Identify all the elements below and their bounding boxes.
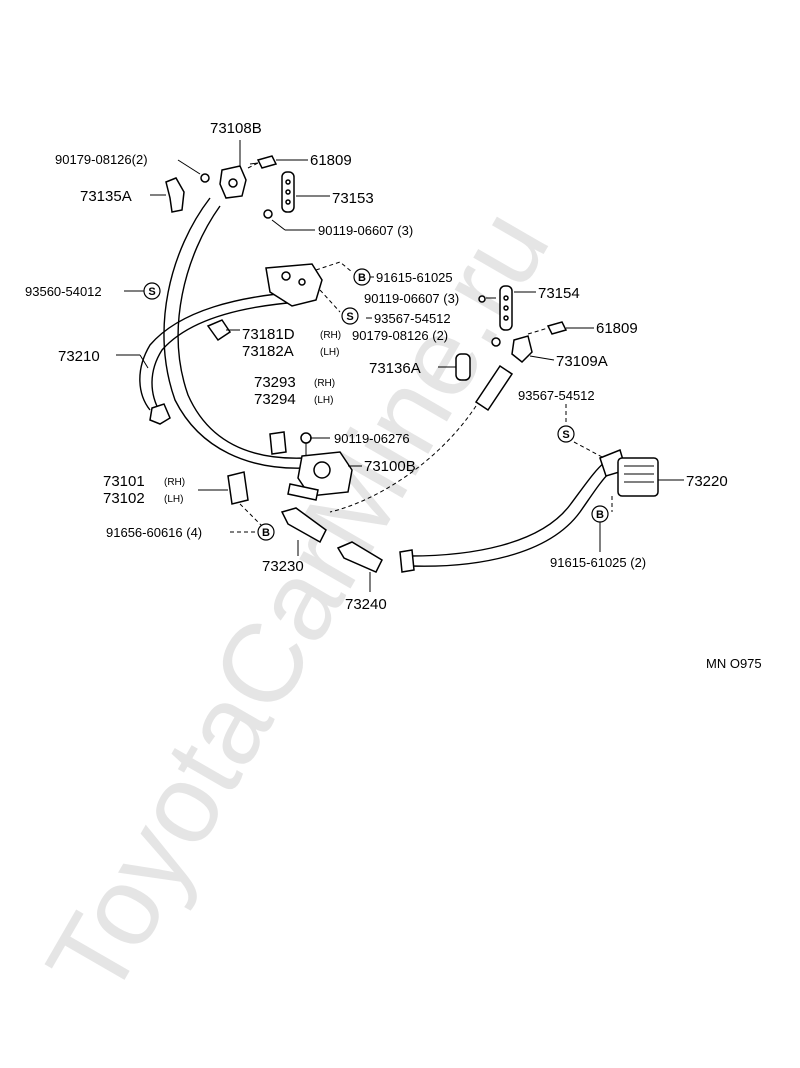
svg-text:B: B bbox=[262, 527, 270, 539]
label-93567-right: 93567-54512 bbox=[518, 388, 595, 403]
label-73153: 73153 bbox=[332, 190, 374, 207]
outer-belt-upper bbox=[409, 461, 606, 557]
bolt-61809-mid bbox=[546, 321, 568, 335]
label-73108b: 73108B bbox=[210, 120, 262, 137]
label-73154: 73154 bbox=[538, 285, 580, 302]
label-73181d-side: (RH) bbox=[320, 330, 341, 341]
adjuster-73153 bbox=[281, 171, 295, 213]
svg-text:S: S bbox=[148, 286, 155, 298]
lap-belt-upper bbox=[139, 291, 301, 411]
label-90179-mid: 90179-08126 (2) bbox=[352, 328, 448, 343]
label-73101: 73101 bbox=[103, 473, 145, 490]
label-90119-top: 90119-06607 (3) bbox=[318, 223, 413, 238]
watermark: ToyotaCarMine.ru bbox=[23, 189, 573, 1017]
label-73182a: 73182A bbox=[242, 343, 294, 360]
dash-93567-to-bracket bbox=[319, 289, 341, 313]
symbol-b-91615: B bbox=[353, 268, 371, 286]
label-73294-side: (LH) bbox=[314, 395, 333, 406]
label-73294: 73294 bbox=[254, 391, 296, 408]
label-61809-top: 61809 bbox=[310, 152, 352, 169]
slide-bracket bbox=[265, 263, 323, 307]
dash-bolt-61809-top bbox=[247, 162, 259, 169]
label-73135a: 73135A bbox=[80, 188, 132, 205]
bolt-90119-top bbox=[263, 209, 273, 219]
dash-bracket-to-91615 bbox=[315, 261, 353, 273]
nut-90179-top bbox=[200, 173, 210, 183]
label-73109a: 73109A bbox=[556, 353, 608, 370]
dash-s-to-73220 bbox=[573, 441, 605, 459]
label-73136a: 73136A bbox=[369, 360, 421, 377]
clip-73293 bbox=[269, 431, 287, 455]
screw-90119-06276 bbox=[300, 432, 312, 456]
label-91615: 91615-61025 bbox=[376, 270, 453, 285]
label-73101-side: (RH) bbox=[164, 477, 185, 488]
label-73182a-side: (LH) bbox=[320, 347, 339, 358]
svg-text:S: S bbox=[562, 429, 569, 441]
anchor-73109a bbox=[511, 335, 533, 364]
cover-73136a bbox=[455, 353, 471, 381]
retractor-73100b bbox=[287, 451, 353, 501]
symbol-b-91656: B bbox=[257, 523, 275, 541]
shoulder-belt-outer bbox=[163, 197, 306, 469]
shoulder-belt-inner bbox=[177, 205, 306, 459]
bracket-73101 bbox=[227, 471, 249, 505]
belt-end-fitting bbox=[149, 403, 171, 425]
label-73102: 73102 bbox=[103, 490, 145, 507]
label-73293: 73293 bbox=[254, 374, 296, 391]
symbol-s-93567-right: S bbox=[557, 425, 575, 443]
symbol-b-91615-2: B bbox=[591, 505, 609, 523]
dash-bracket-b bbox=[239, 503, 263, 527]
buckle-73230 bbox=[280, 507, 327, 544]
svg-text:S: S bbox=[346, 311, 353, 323]
svg-text:B: B bbox=[358, 272, 366, 284]
outer-belt-lower bbox=[409, 471, 611, 567]
label-73102-side: (LH) bbox=[164, 494, 183, 505]
symbol-s-93560: S bbox=[143, 282, 161, 300]
dash-tube-to-retractor bbox=[329, 405, 477, 513]
label-90119-mid: 90119-06607 (3) bbox=[364, 291, 459, 306]
lap-belt-lower bbox=[151, 301, 301, 413]
belt-end-plate bbox=[399, 549, 415, 573]
belt-guide-tube bbox=[474, 364, 514, 412]
retractor-73220 bbox=[599, 448, 659, 497]
label-73293-side: (RH) bbox=[314, 378, 335, 389]
label-73100b: 73100B bbox=[364, 458, 416, 475]
bolt-61809-top bbox=[249, 155, 278, 169]
svg-text:B: B bbox=[596, 509, 604, 521]
symbol-s-93567-mid: S bbox=[341, 307, 359, 325]
buckle-73240 bbox=[336, 541, 383, 573]
label-90179-top: 90179-08126(2) bbox=[55, 152, 148, 167]
label-93567-mid: 93567-54512 bbox=[374, 311, 451, 326]
guide-73181d bbox=[206, 319, 232, 342]
label-73210: 73210 bbox=[58, 348, 100, 365]
adjuster-73154 bbox=[499, 285, 513, 331]
bolt-90119-mid bbox=[478, 295, 486, 303]
nut-90179-mid bbox=[491, 337, 501, 347]
upper-anchor-73108b bbox=[219, 165, 247, 199]
label-93560: 93560-54012 bbox=[25, 284, 102, 299]
label-73240: 73240 bbox=[345, 596, 387, 613]
label-73220: 73220 bbox=[686, 473, 728, 490]
label-90119-06276: 90119-06276 bbox=[334, 431, 410, 446]
label-73181d: 73181D bbox=[242, 326, 295, 343]
label-91656: 91656-60616 (4) bbox=[106, 525, 202, 540]
label-61809-mid: 61809 bbox=[596, 320, 638, 337]
leader-lines bbox=[116, 140, 684, 592]
cover-73135a bbox=[165, 177, 185, 213]
label-91615-2: 91615-61025 (2) bbox=[550, 555, 646, 570]
label-73230: 73230 bbox=[262, 558, 304, 575]
diagram-code: MN O975 bbox=[706, 656, 762, 671]
dash-bolt-61809-mid bbox=[527, 327, 549, 335]
